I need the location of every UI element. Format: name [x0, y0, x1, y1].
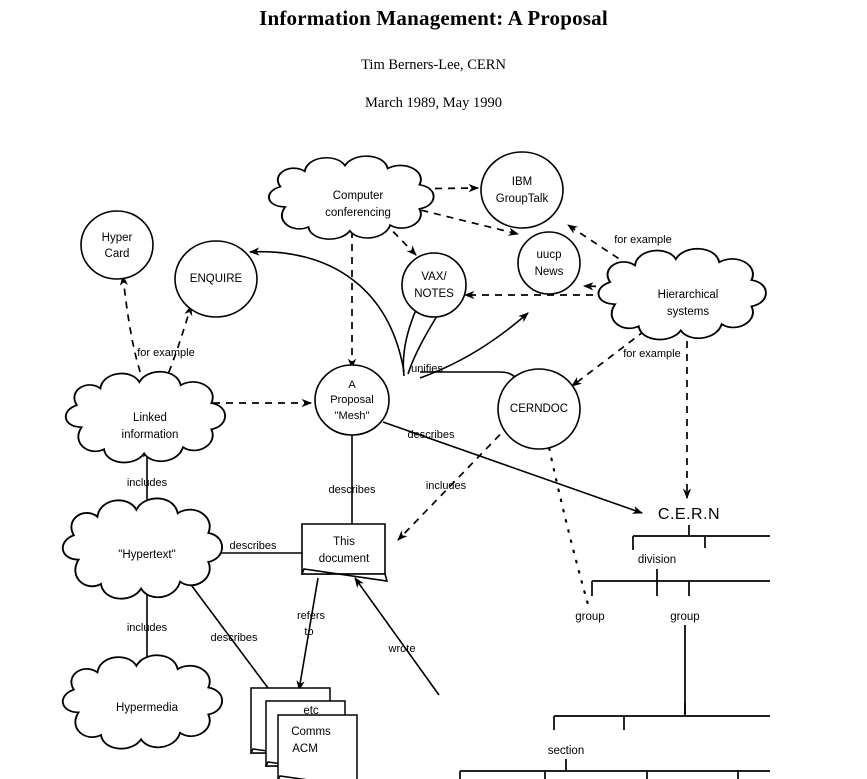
tree-label-division: division [638, 554, 676, 566]
tree-label-group-1: group [575, 611, 604, 623]
node-hypertext-label: "Hypertext" [118, 549, 175, 561]
node-vax-notes-label-2: NOTES [414, 288, 454, 300]
edge-label-includes-linked: includes [127, 477, 168, 489]
node-proposal-label-1: A [348, 379, 356, 391]
edge-cerndoc-to-group [543, 426, 591, 610]
edge-papers-describes-hypertext [179, 569, 269, 689]
node-cerndoc-label: CERNDOC [510, 403, 568, 415]
edge-label-for-example-top-right: for example [614, 234, 671, 246]
node-computer-conferencing-label-2: conferencing [325, 207, 391, 219]
node-ibm-grouptalk-label-2: GroupTalk [496, 193, 549, 205]
node-uucp-news-label-2: News [535, 266, 564, 278]
node-computer-conferencing-label-1: Computer [333, 190, 384, 202]
node-cern-label: C.E.R.N [658, 506, 720, 523]
node-enquire[interactable]: ENQUIRE [174, 240, 258, 318]
edge-tim-wrote-document [354, 577, 440, 696]
node-uucp-news[interactable]: uucp News [517, 231, 581, 295]
edge-unifies-enquire [248, 247, 405, 373]
page-date: March 1989, May 1990 [365, 95, 502, 111]
node-papers-etc-label: etc [303, 705, 319, 717]
node-hierarchical-systems-label-2: systems [667, 306, 709, 318]
proposal-diagram: Hyper Card ENQUIRE Computer conferencing… [61, 151, 770, 779]
node-hypermedia-label: Hypermedia [116, 702, 179, 714]
node-ibm-grouptalk-label-1: IBM [512, 176, 532, 188]
node-vax-notes-label-1: VAX/ [421, 271, 447, 283]
edge-label-wrote: wrote [388, 643, 416, 655]
edge-document-refers-to-papers [296, 577, 319, 692]
edge-label-includes-hypermedia: includes [127, 622, 168, 634]
edge-linked-to-hypercard [119, 274, 151, 397]
edge-label-refers-to-2: to [304, 626, 313, 638]
node-linked-information-label-1: Linked [133, 412, 167, 424]
edge-proposal-describes-cern [382, 421, 644, 514]
node-ibm-grouptalk[interactable]: IBM GroupTalk [480, 151, 564, 229]
edge-label-for-example-lower-right: for example [623, 348, 680, 360]
node-this-document-label-2: document [319, 553, 370, 565]
node-cerndoc[interactable]: CERNDOC [497, 368, 581, 450]
edge-label-includes-cerndoc: includes [426, 480, 467, 492]
node-hypercard-label-2: Card [105, 248, 130, 260]
node-this-document[interactable]: This document [300, 523, 389, 582]
page-author: Tim Berners-Lee, CERN [361, 57, 506, 73]
edge-label-refers-to-1: refers [297, 610, 326, 622]
edge-label-describes-proposal: describes [407, 429, 455, 441]
edge-label-for-example-left: for example [137, 347, 194, 359]
tree-label-section: section [548, 745, 584, 757]
page-title: Information Management: A Proposal [259, 6, 608, 30]
node-uucp-news-label-1: uucp [537, 249, 562, 261]
node-proposal-label-2: Proposal [330, 394, 373, 406]
edge-conferencing-to-vaxnotes [374, 212, 417, 256]
cern-org-tree: division group group section [459, 525, 770, 779]
node-hypercard-label-1: Hyper [102, 232, 133, 244]
tree-label-group-2: group [670, 611, 699, 623]
node-papers-stack[interactable]: etc Comms ACM [249, 687, 359, 779]
node-hierarchical-systems-label-1: Hierarchical [658, 289, 719, 301]
node-proposal-label-3: "Mesh" [335, 410, 370, 422]
node-hypercard[interactable]: Hyper Card [80, 210, 154, 280]
edge-conferencing-to-uucp [395, 203, 520, 236]
node-papers-comms-label-1: Comms [291, 726, 331, 738]
edge-cerndoc-includes-document [397, 415, 519, 541]
edge-label-unifies: unifies [411, 363, 443, 375]
node-proposal-mesh[interactable]: A Proposal "Mesh" [314, 364, 390, 436]
node-enquire-label: ENQUIRE [190, 273, 243, 285]
edge-label-describes-doc-proposal: describes [328, 484, 376, 496]
node-linked-information-label-2: information [122, 429, 179, 441]
edge-label-describes-doc-hypertext: describes [229, 540, 277, 552]
node-vax-notes[interactable]: VAX/ NOTES [401, 252, 467, 318]
edge-label-describes-papers: describes [210, 632, 258, 644]
node-papers-comms-label-2: ACM [292, 743, 318, 755]
node-this-document-label-1: This [333, 536, 355, 548]
